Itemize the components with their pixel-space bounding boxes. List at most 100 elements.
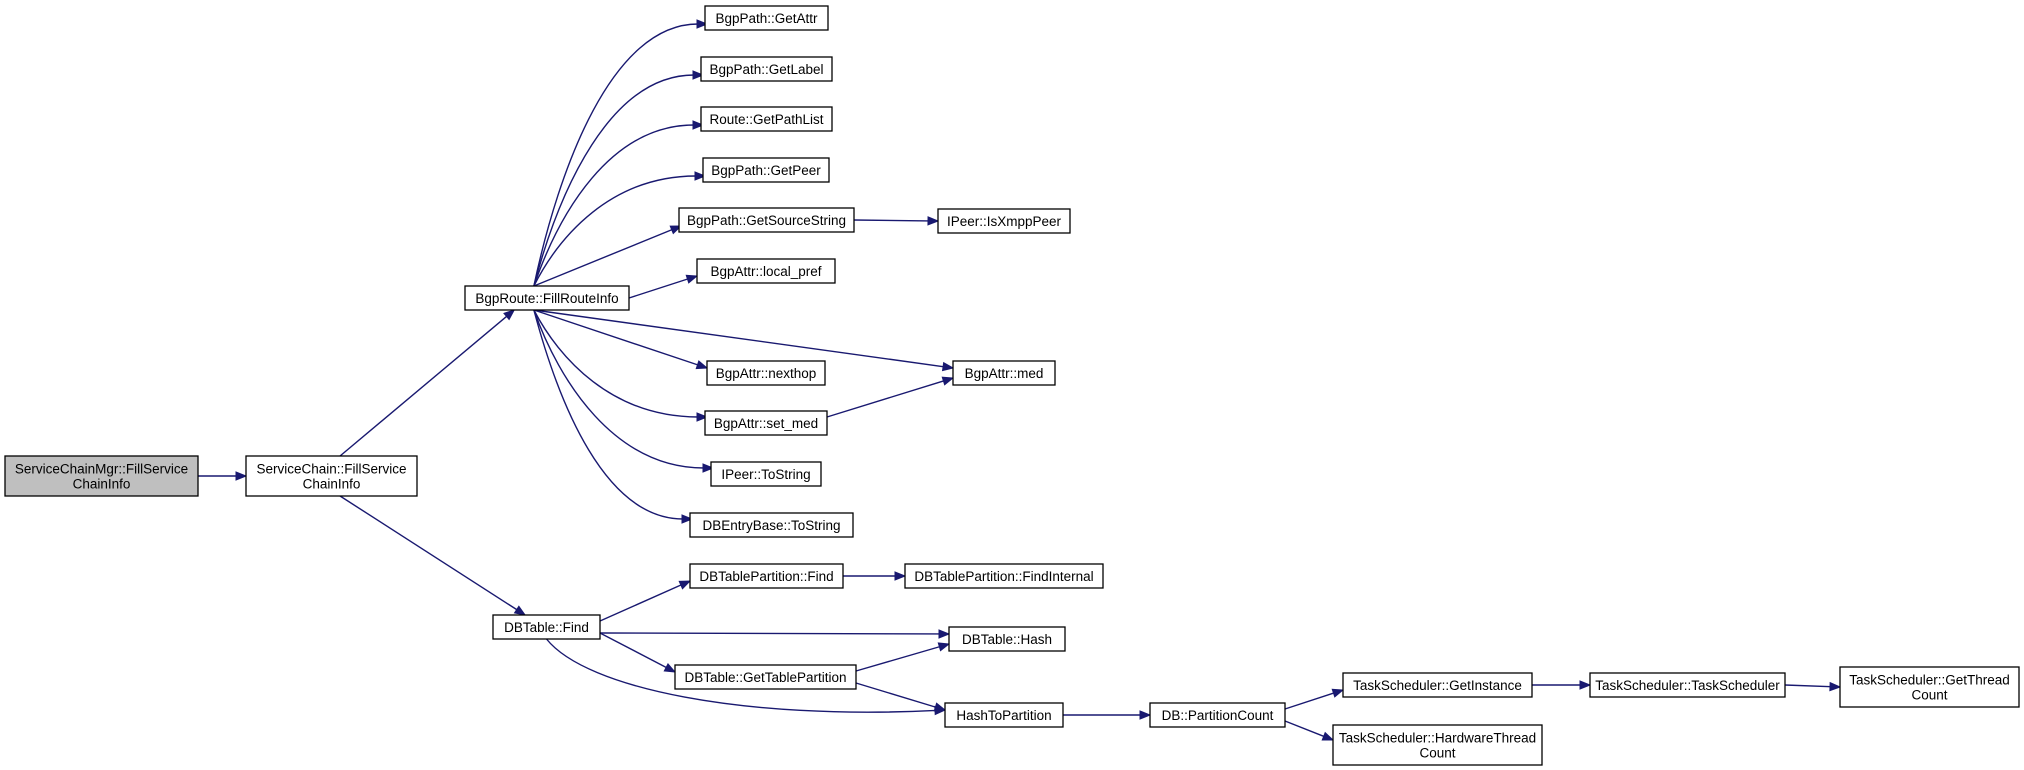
edge-line <box>855 645 941 672</box>
arrowhead <box>933 702 947 712</box>
edge-line <box>533 228 673 287</box>
node-task-scheduler[interactable]: TaskScheduler::TaskScheduler <box>1589 672 1786 698</box>
arrowhead <box>894 571 907 581</box>
arrowhead <box>1829 681 1842 692</box>
node-get-label[interactable]: BgpPath::GetLabel <box>700 56 833 82</box>
edge-route_fill-to-nexthop <box>533 309 709 370</box>
node-med[interactable]: BgpAttr::med <box>952 360 1056 386</box>
arrowhead <box>1331 688 1345 698</box>
node-box <box>937 208 1071 234</box>
node-label: BgpAttr::local_pref <box>710 264 821 279</box>
node-label: BgpPath::GetLabel <box>709 62 823 77</box>
node-box <box>696 258 836 284</box>
node-get-table-partition[interactable]: DBTable::GetTablePartition <box>674 664 857 690</box>
node-set-med[interactable]: BgpAttr::set_med <box>704 410 828 436</box>
edge-get_source-to-is_xmpp <box>853 216 940 226</box>
node-box <box>952 360 1056 386</box>
node-box <box>689 512 854 538</box>
node-route-fill[interactable]: BgpRoute::FillRouteInfo <box>464 285 630 311</box>
edge-sc_fill-to-route_fill <box>339 309 516 457</box>
edge-route_fill-to-local_pref <box>628 274 699 299</box>
edge-route_fill-to-med <box>533 309 955 372</box>
arrowhead <box>669 225 683 235</box>
edge-line <box>533 309 684 520</box>
edge-line <box>533 175 697 287</box>
node-get-attr[interactable]: BgpPath::GetAttr <box>704 5 829 31</box>
node-label: TaskScheduler::TaskScheduler <box>1595 678 1780 693</box>
node-box <box>1839 666 2020 708</box>
node-box <box>4 455 199 497</box>
node-box <box>245 455 418 497</box>
arrowhead <box>235 471 248 481</box>
node-label: BgpAttr::set_med <box>714 416 818 431</box>
edge-route_fill-to-get_peer <box>533 171 707 287</box>
edge-line <box>599 632 941 635</box>
node-box <box>704 5 829 31</box>
arrowhead <box>694 171 707 181</box>
node-label: ServiceChain::FillService <box>256 462 406 477</box>
node-box <box>710 461 822 487</box>
node-label: BgpRoute::FillRouteInfo <box>475 291 618 306</box>
node-box <box>706 360 826 386</box>
edge-partition_count-to-get_instance <box>1284 688 1345 710</box>
node-label: HashToPartition <box>956 708 1051 723</box>
arrowhead <box>696 412 709 422</box>
node-get-peer[interactable]: BgpPath::GetPeer <box>702 157 830 183</box>
edge-line <box>533 309 705 469</box>
node-nexthop[interactable]: BgpAttr::nexthop <box>706 360 826 386</box>
arrowhead <box>692 120 705 130</box>
node-get-instance[interactable]: TaskScheduler::GetInstance <box>1342 672 1533 698</box>
node-label: IPeer::IsXmppPeer <box>947 214 1062 229</box>
edge-sc_fill-to-dbtable_find <box>339 495 527 616</box>
node-label: DBTable::Find <box>504 620 589 635</box>
node-find-internal[interactable]: DBTablePartition::FindInternal <box>904 563 1104 589</box>
node-dbtable-hash[interactable]: DBTable::Hash <box>948 626 1066 652</box>
arrowhead <box>1579 680 1592 690</box>
arrowhead <box>927 216 940 226</box>
edge-line <box>628 278 689 299</box>
arrowhead <box>692 70 705 80</box>
edges-layer <box>198 19 1842 741</box>
arrowhead <box>503 309 516 321</box>
node-hash-to-partition[interactable]: HashToPartition <box>944 702 1064 728</box>
node-label: TaskScheduler::GetThread <box>1849 673 2010 688</box>
node-is-xmpp[interactable]: IPeer::IsXmppPeer <box>937 208 1071 234</box>
node-label: BgpAttr::nexthop <box>716 366 817 381</box>
edge-line <box>533 23 699 287</box>
edge-line <box>1784 684 1832 688</box>
node-box <box>1149 702 1286 728</box>
edge-line <box>545 638 937 713</box>
edge-route_fill-to-get_source <box>533 225 683 287</box>
arrowhead <box>663 662 677 673</box>
edge-line <box>826 379 945 418</box>
node-get-pathlist[interactable]: Route::GetPathList <box>700 106 833 132</box>
arrowhead <box>685 274 699 284</box>
node-dbentry-tostring[interactable]: DBEntryBase::ToString <box>689 512 854 538</box>
node-get-source[interactable]: BgpPath::GetSourceString <box>678 207 855 233</box>
edge-dbtable_find-to-partition_find <box>599 580 692 622</box>
node-box <box>678 207 855 233</box>
node-box <box>704 410 828 436</box>
node-local-pref[interactable]: BgpAttr::local_pref <box>696 258 836 284</box>
edge-line <box>1284 692 1335 710</box>
node-partition-find[interactable]: DBTablePartition::Find <box>689 563 844 589</box>
node-label: BgpAttr::med <box>965 366 1044 381</box>
node-box <box>700 56 833 82</box>
node-label: BgpPath::GetAttr <box>715 11 818 26</box>
node-ipeer-tostring[interactable]: IPeer::ToString <box>710 461 822 487</box>
node-label: ChainInfo <box>303 477 361 492</box>
edge-get_table_partition-to-hash_to_partition <box>855 682 947 712</box>
edge-line <box>533 309 945 368</box>
edge-partition_count-to-hw_thread_count <box>1284 720 1335 741</box>
edge-dbtable_find-to-dbtable_hash <box>599 629 951 639</box>
arrowhead <box>695 360 709 370</box>
node-dbtable-find[interactable]: DBTable::Find <box>492 614 601 640</box>
node-box <box>464 285 630 311</box>
node-partition-count[interactable]: DB::PartitionCount <box>1149 702 1286 728</box>
node-label: BgpPath::GetSourceString <box>687 213 846 228</box>
